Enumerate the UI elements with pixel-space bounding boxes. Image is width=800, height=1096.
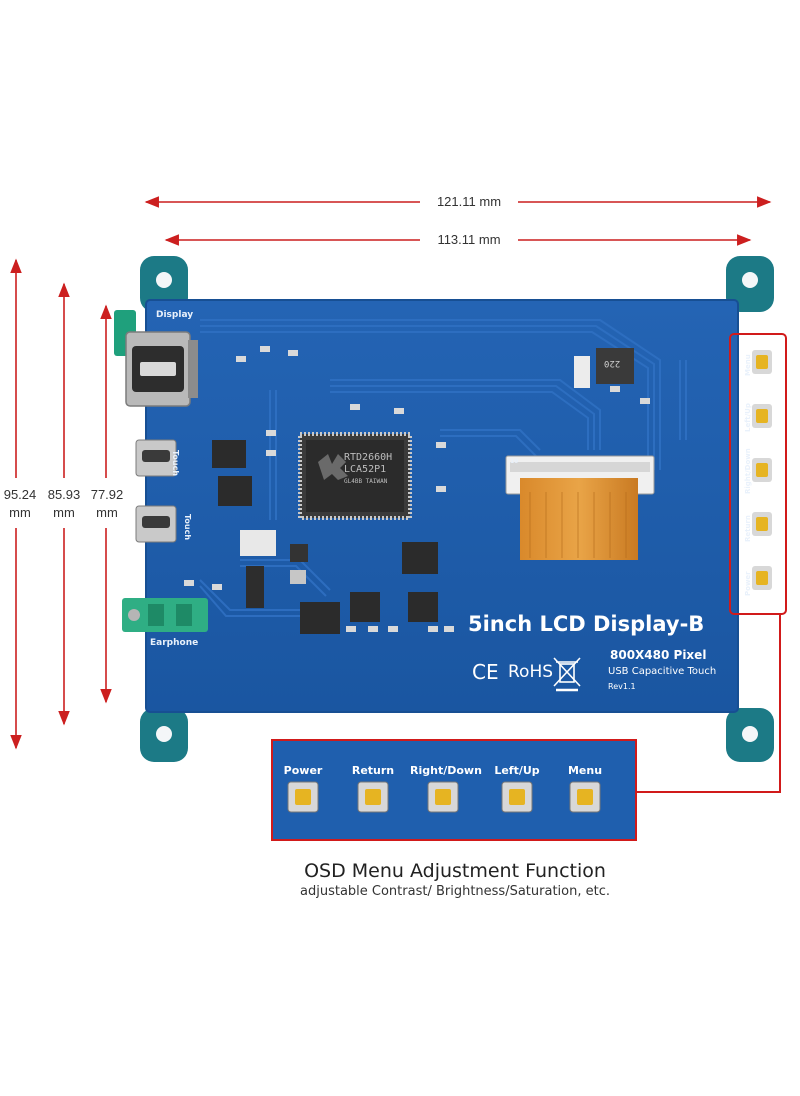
side-button-label-return: Return <box>744 515 752 542</box>
dimension-value: 85.93 <box>47 487 81 502</box>
caption-title: OSD Menu Adjustment Function <box>304 860 606 882</box>
side-buttons <box>752 350 772 590</box>
weee-bin-icon <box>553 657 581 692</box>
dimension-label-top-inner: 113.11 mm <box>437 232 501 247</box>
small-ics <box>212 348 634 634</box>
rohs-mark: RoHS <box>508 662 554 682</box>
touch-type-label: USB Capacitive Touch <box>608 666 717 677</box>
side-button-label-menu: Menu <box>744 354 752 376</box>
ce-mark: CE <box>472 660 499 684</box>
earphone-jack <box>122 598 208 632</box>
display-port-label: Display <box>156 310 194 320</box>
dimension-unit: mm <box>9 505 31 520</box>
side-button-label-left-up: Left/Up <box>744 403 752 432</box>
dimension-unit: mm <box>96 505 118 520</box>
chip-text-1: RTD2660H <box>344 452 393 463</box>
caption-subtitle: adjustable Contrast/ Brightness/Saturati… <box>300 884 610 899</box>
callout-label-menu: Menu <box>567 764 603 777</box>
callout-buttons <box>287 781 601 813</box>
side-button-label-power: Power <box>744 571 752 596</box>
dimension-label-left-3: 77.92 mm <box>86 486 128 522</box>
resolution-label: 800X480 Pixel <box>610 648 707 662</box>
board-title: 5inch LCD Display-B <box>468 612 705 636</box>
dimension-value: 77.92 <box>90 487 124 502</box>
callout-leader <box>636 614 781 793</box>
callout-label-power: Power <box>283 764 323 777</box>
chip-marking: RTD2660H LCA52P1 GL4BB TAIWAN <box>308 452 392 488</box>
fpc-connector <box>505 455 655 560</box>
main-chip <box>298 432 412 520</box>
callout-label-left-up: Left/Up <box>494 764 540 777</box>
dimension-label-left-2: 85.93 mm <box>44 486 84 522</box>
touch-label-1: Touch <box>171 450 180 477</box>
hdmi-port <box>114 310 198 407</box>
connector-pin-label: 10 <box>510 458 519 465</box>
touch-label-2: Touch <box>183 514 192 541</box>
usb-port-touch-2 <box>135 505 177 543</box>
dimension-label-left-1: 95.24 mm <box>0 486 40 522</box>
mounting-tabs <box>140 256 774 762</box>
callout-label-return: Return <box>351 764 395 777</box>
side-button-label-right-down: Right/Down <box>744 448 752 494</box>
dimension-label-top-outer: 121.11 mm <box>436 194 502 209</box>
chip-text-2: LCA52P1 <box>344 464 387 475</box>
earphone-label: Earphone <box>150 638 199 648</box>
revision-label: Rev1.1 <box>608 682 636 691</box>
chip-text-3: GL4BB TAIWAN <box>344 478 388 485</box>
usb-port-touch-1 <box>135 439 177 477</box>
dimension-unit: mm <box>53 505 75 520</box>
side-button-highlight <box>729 333 787 615</box>
dimension-value: 95.24 <box>3 487 37 502</box>
callout-label-right-down: Right/Down <box>410 764 482 777</box>
inductor-marking: 220 <box>604 358 621 368</box>
passive-components <box>184 346 650 632</box>
